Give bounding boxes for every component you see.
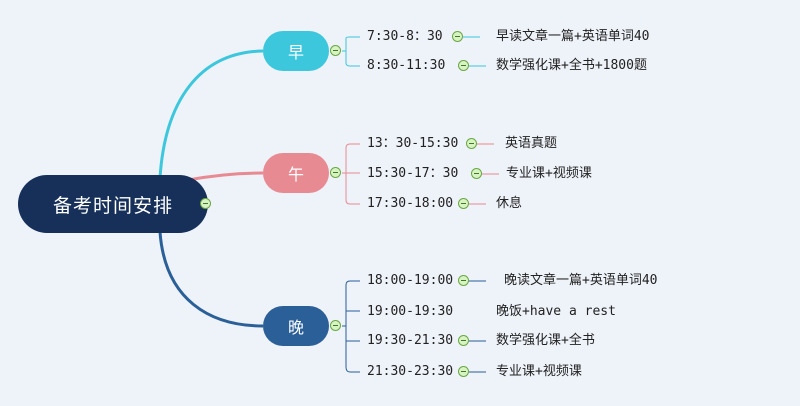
bracket-noon [342, 143, 499, 205]
collapse-icon[interactable] [471, 168, 482, 179]
task-morning-1[interactable]: 早读文章一篇+英语单词40 [496, 29, 650, 44]
time-morning-1: 7:30-8：30 [367, 29, 443, 44]
collapse-icon[interactable] [458, 335, 469, 346]
time-noon-2: 15:30-17：30 [367, 166, 459, 181]
task-evening-1[interactable]: 晚读文章一篇+英语单词40 [504, 273, 658, 288]
connector-evening [158, 231, 264, 328]
branch-morning[interactable]: 早 [263, 31, 329, 71]
connector-morning [158, 49, 264, 179]
time-evening-4: 21:30-23:30 [367, 364, 454, 379]
time-evening-1: 18:00-19:00 [367, 273, 454, 288]
time-evening-2: 19:00-19:30 [367, 304, 454, 319]
branch-evening[interactable]: 晚 [263, 306, 329, 346]
collapse-evening-icon[interactable] [330, 320, 341, 331]
collapse-icon[interactable] [466, 138, 477, 149]
time-evening-3: 19:30-21:30 [367, 333, 454, 348]
task-evening-2[interactable]: 晚饭+have a rest [496, 304, 616, 319]
time-noon-1: 13：30-15:30 [367, 136, 459, 151]
task-noon-3[interactable]: 休息 [496, 196, 523, 211]
collapse-icon[interactable] [458, 198, 469, 209]
task-morning-2[interactable]: 数学强化课+全书+1800题 [496, 58, 647, 73]
collapse-icon[interactable] [452, 31, 463, 42]
collapse-icon[interactable] [458, 60, 469, 71]
connector-noon [187, 171, 264, 182]
collapse-root-icon[interactable] [200, 198, 211, 209]
time-noon-3: 17:30-18:00 [367, 196, 454, 211]
bracket-evening [342, 280, 486, 373]
root-node[interactable]: 备考时间安排 [18, 175, 208, 233]
collapse-morning-icon[interactable] [330, 45, 341, 56]
task-evening-3[interactable]: 数学强化课+全书 [496, 333, 595, 348]
time-morning-2: 8:30-11:30 [367, 58, 446, 73]
task-evening-4[interactable]: 专业课+视频课 [496, 364, 582, 379]
task-noon-2[interactable]: 专业课+视频课 [506, 166, 592, 181]
branch-noon[interactable]: 午 [263, 153, 329, 193]
task-noon-1[interactable]: 英语真题 [505, 136, 558, 151]
bracket-morning [342, 36, 486, 67]
collapse-noon-icon[interactable] [330, 167, 341, 178]
collapse-icon[interactable] [458, 275, 469, 286]
collapse-icon[interactable] [458, 366, 469, 377]
